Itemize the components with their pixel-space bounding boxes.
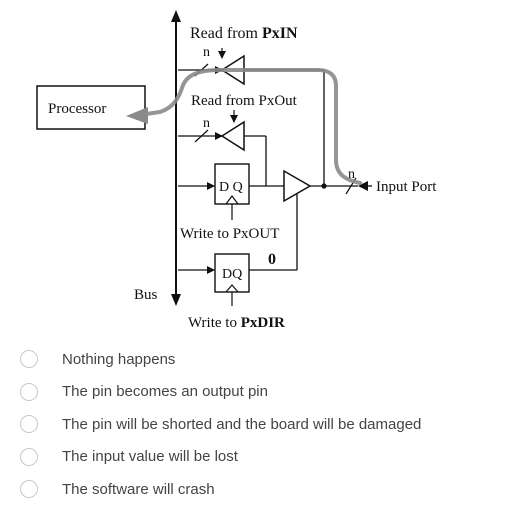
option-label: The software will crash: [62, 480, 215, 498]
n-right-label: n: [348, 167, 355, 182]
option-label: The input value will be lost: [62, 448, 238, 466]
junction-dot: [321, 183, 327, 189]
answer-options: Nothing happens The pin becomes an outpu…: [20, 343, 500, 506]
input-port-label: Input Port: [376, 179, 437, 195]
bus-label: Bus: [134, 287, 158, 303]
dq-bottom-label: DQ: [222, 267, 242, 282]
bus-arrow-up-icon: [171, 10, 181, 22]
radio-button[interactable]: [20, 382, 38, 401]
pxout-buffer-icon: [220, 120, 245, 152]
write-pxdir-label: Write to PxDIR: [188, 315, 285, 331]
read-pxin-label: Read from PxIN: [190, 25, 298, 42]
option-label: Nothing happens: [62, 350, 176, 368]
circuit-diagram: Processor Read from PxIN n Read from PxO…: [36, 10, 437, 331]
n-top-label: n: [203, 45, 210, 60]
pxout-bus-slash: [194, 129, 209, 143]
dq-top-box: [214, 163, 250, 205]
option-shorted[interactable]: The pin will be shorted and the board wi…: [20, 408, 500, 441]
zero-label: 0: [268, 251, 276, 268]
radio-button[interactable]: [20, 447, 38, 466]
read-pxout-label: Read from PxOut: [191, 93, 298, 109]
option-label: The pin becomes an output pin: [62, 383, 268, 401]
option-input-lost[interactable]: The input value will be lost: [20, 441, 500, 474]
processor-label: Processor: [48, 101, 106, 117]
write-pxout-label: Write to PxOUT: [180, 226, 279, 242]
radio-button[interactable]: [20, 415, 38, 434]
option-software-crash[interactable]: The software will crash: [20, 473, 500, 506]
dq-top-label: D Q: [219, 180, 243, 195]
dq-bottom-clock-icon: [225, 284, 239, 293]
dq-top-clock-icon: [225, 195, 239, 205]
radio-button[interactable]: [20, 350, 38, 369]
bus-arrow-down-icon: [171, 294, 181, 306]
output-buffer-icon: [283, 169, 312, 203]
option-label: The pin will be shorted and the board wi…: [62, 415, 422, 433]
n-mid-label: n: [203, 116, 210, 131]
data-path-highlight: [144, 68, 362, 185]
option-output-pin[interactable]: The pin becomes an output pin: [20, 376, 500, 409]
option-nothing-happens[interactable]: Nothing happens: [20, 343, 500, 376]
radio-button[interactable]: [20, 480, 38, 499]
data-path-arrow-icon: [126, 107, 148, 124]
port-arrow-icon: [358, 181, 368, 191]
processor-box: [36, 85, 146, 130]
